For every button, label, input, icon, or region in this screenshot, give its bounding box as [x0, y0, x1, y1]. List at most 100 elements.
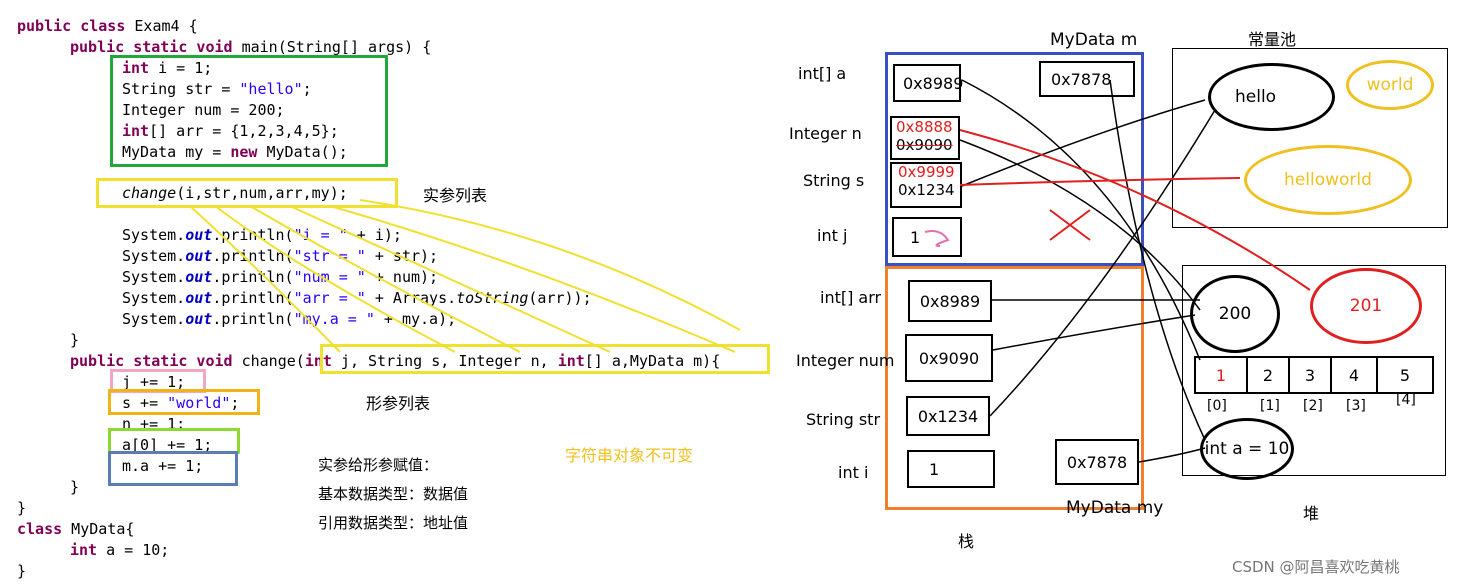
array-cell-2: 3	[1288, 356, 1332, 394]
code-text: (arr));	[528, 289, 592, 307]
array-cell-4: 5	[1376, 356, 1434, 394]
local-i-cell: 1	[907, 450, 995, 488]
param-j-label: int j	[817, 226, 848, 245]
integer-200-obj: 200	[1190, 275, 1280, 353]
ma-stmt-box	[108, 451, 238, 486]
code-brace: }	[70, 478, 80, 496]
code-line-arr: int[] arr = {1,2,3,4,5};	[122, 121, 339, 142]
keyword: int	[304, 352, 332, 370]
code-text: i = 1;	[149, 59, 213, 77]
field: out	[185, 268, 213, 286]
local-str-label: String str	[806, 410, 881, 429]
string-literal: "num = "	[293, 268, 366, 286]
code-text: String str =	[122, 80, 240, 98]
code-line-field-a: int a = 10;	[70, 540, 169, 561]
code-line-change-decl: public static void change(int j, String …	[70, 351, 720, 372]
code-line-a0: a[0] += 1;	[122, 436, 213, 454]
code-text: s +=	[122, 394, 168, 412]
watermark: CSDN @阿昌喜欢吃黄桃	[1232, 558, 1400, 576]
array-index-2: [2]	[1303, 398, 1323, 414]
string-literal: "my.a = "	[293, 310, 375, 328]
code-line-j: j += 1;	[122, 373, 186, 391]
code-brace: }	[17, 562, 27, 580]
code-text: .println(	[212, 310, 294, 328]
param-s-cell: 0x9999 0x1234	[890, 162, 962, 208]
code-brace: }	[17, 499, 27, 517]
code-text: + num);	[365, 268, 439, 286]
code-text: Exam4 {	[125, 17, 198, 35]
code-line-print-num: System.out.println("num = " + num);	[122, 267, 438, 288]
mydata-obj: int a = 10	[1200, 418, 1294, 480]
array-cell-0: 1	[1194, 356, 1248, 394]
code-line-str: String str = "hello";	[122, 79, 312, 100]
code-line-class: public class Exam4 {	[17, 16, 198, 37]
code-text: MyData my =	[122, 143, 231, 161]
local-num-cell: 0x9090	[905, 334, 993, 382]
code-line-my: MyData my = new MyData();	[122, 142, 348, 163]
param-s-new-value: 0x9999	[898, 163, 955, 181]
code-text: (i,str,num,arr,my);	[176, 184, 348, 202]
code-text: ;	[302, 80, 312, 98]
keyword: public static void	[70, 38, 233, 56]
code-line-num: Integer num = 200;	[122, 101, 285, 119]
formal-params-label: 形参列表	[366, 394, 431, 413]
assign-note-2: 基本数据类型：数据值	[318, 485, 469, 503]
string-literal: "hello"	[239, 80, 303, 98]
keyword: int	[122, 122, 150, 140]
method-name: change	[122, 184, 177, 202]
field: out	[185, 226, 213, 244]
actual-params-label: 实参列表	[423, 186, 488, 205]
array-index-3: [3]	[1346, 398, 1366, 414]
code-text: change(	[232, 352, 305, 370]
code-text: System.	[122, 289, 186, 307]
code-line-print-arr: System.out.println("arr = " + Arrays.toS…	[122, 288, 592, 309]
string-literal: "i = "	[293, 226, 348, 244]
code-text: + Arrays.	[365, 289, 457, 307]
code-line-print-i: System.out.println("i = " + i);	[122, 225, 402, 246]
mydata-my-label: MyData my	[1066, 498, 1164, 518]
code-text: [] a,MyData m){	[584, 352, 721, 370]
string-literal: "arr = "	[293, 289, 366, 307]
code-text: .println(	[212, 226, 294, 244]
array-index-0: [0]	[1207, 398, 1227, 414]
field: out	[185, 289, 213, 307]
hello-string-obj: hello	[1208, 63, 1335, 131]
code-text: + my.a);	[374, 310, 457, 328]
code-text: [] arr = {1,2,3,4,5};	[149, 122, 339, 140]
param-n-new-value: 0x8888	[896, 118, 953, 136]
code-line-class-mydata: class MyData{	[17, 519, 134, 540]
code-text: MyData();	[257, 143, 348, 161]
code-line-s: s += "world";	[122, 393, 239, 414]
param-a-label: int[] a	[798, 64, 847, 83]
code-text: j, String s, Integer n,	[331, 352, 558, 370]
keyword: int	[70, 541, 98, 559]
stack-label: 栈	[958, 532, 975, 551]
array-cell-1: 2	[1246, 356, 1290, 394]
mydata-m-label: MyData m	[1050, 30, 1138, 50]
local-my-cell: 0x7878	[1055, 439, 1139, 485]
immutable-note: 字符串对象不可变	[565, 446, 694, 465]
keyword: class	[17, 520, 63, 538]
const-pool-label: 常量池	[1248, 30, 1297, 49]
code-line-change-call: change(i,str,num,arr,my);	[122, 183, 348, 204]
code-text: System.	[122, 268, 186, 286]
code-brace: }	[70, 331, 80, 349]
code-text: .println(	[212, 268, 294, 286]
local-arr-cell: 0x8989	[908, 280, 992, 322]
code-text: + i);	[347, 226, 402, 244]
code-text: a = 10;	[97, 541, 170, 559]
world-string-obj: world	[1346, 60, 1434, 110]
code-text: ;	[230, 394, 240, 412]
code-line-main: public static void main(String[] args) {	[70, 37, 431, 58]
string-literal: "world"	[167, 394, 231, 412]
param-s-label: String s	[803, 171, 865, 190]
code-text: + str);	[365, 247, 439, 265]
keyword: new	[230, 143, 258, 161]
code-line-print-str: System.out.println("str = " + str);	[122, 246, 438, 267]
formal-params-box	[320, 344, 770, 374]
param-j-cell: 1	[892, 217, 962, 257]
code-text: System.	[122, 310, 186, 328]
local-str-cell: 0x1234	[906, 396, 990, 436]
param-n-old-value: 0x9090	[896, 136, 953, 154]
keyword: int	[557, 352, 585, 370]
